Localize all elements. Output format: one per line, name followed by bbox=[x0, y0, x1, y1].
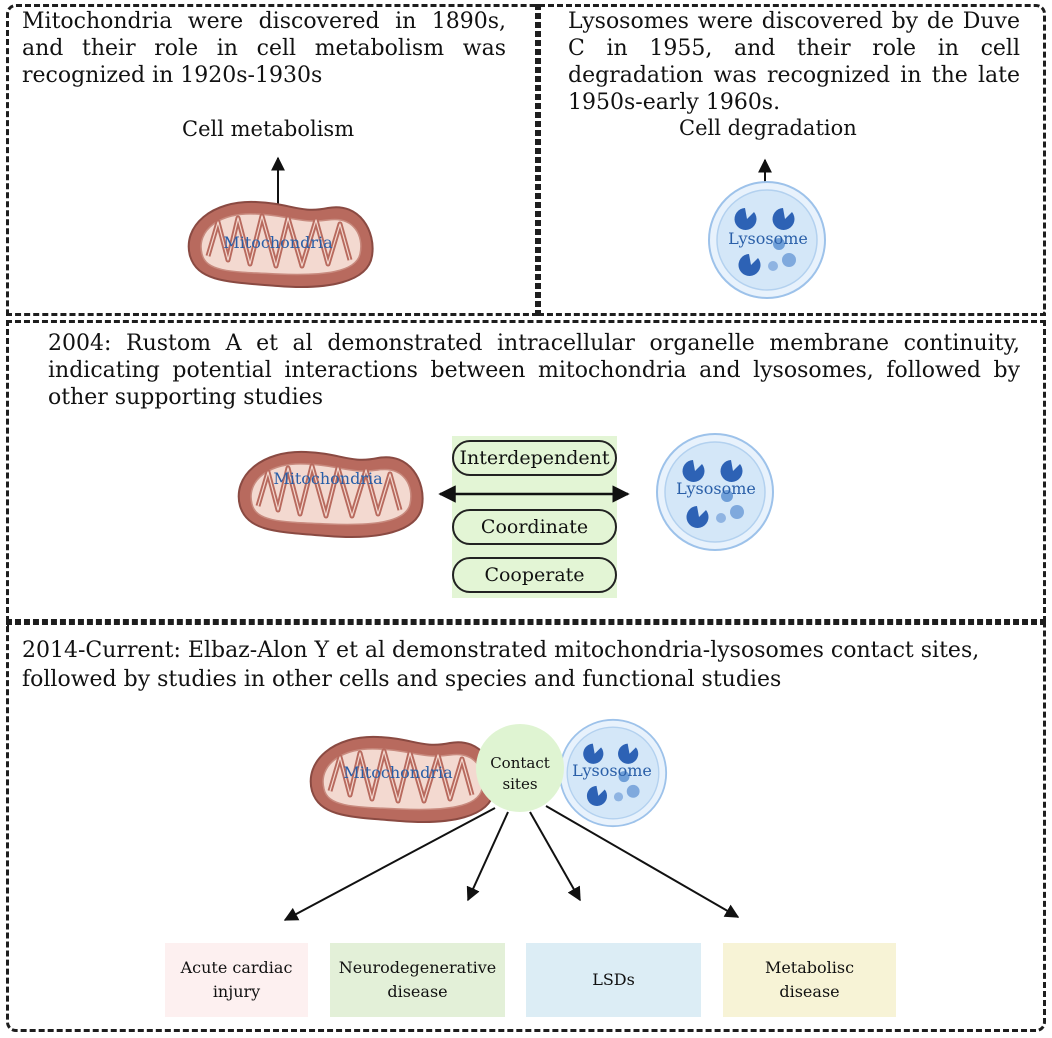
contact-sites-circle bbox=[476, 724, 564, 812]
arrow-to-cardiac bbox=[283, 807, 496, 921]
lysosome-history-text: Lysosomes were discovered by de Duve C i… bbox=[568, 9, 1020, 115]
disease-label-line1: Metabolisc bbox=[764, 958, 855, 977]
disease-label-line1: Acute cardiac bbox=[180, 958, 293, 977]
disease-label-line1: LSDs bbox=[592, 970, 635, 989]
relation-coordinate: Coordinate bbox=[452, 509, 617, 545]
elbaz-alon-text-line2: followed by studies in other cells and s… bbox=[22, 667, 782, 692]
disease-label-line2: injury bbox=[212, 982, 261, 1001]
panel-lysosome-discovery bbox=[538, 4, 1046, 316]
disease-label-line2: disease bbox=[779, 982, 840, 1001]
panel-2014-contact-sites bbox=[6, 622, 1046, 1032]
cell-degradation-label: Cell degradation bbox=[679, 116, 857, 140]
disease-acute-cardiac-injury: Acute cardiac injury bbox=[165, 943, 308, 1017]
relation-interdependent: Interdependent bbox=[452, 440, 617, 476]
disease-label-line2: disease bbox=[387, 982, 448, 1001]
panel-2004-continuity bbox=[6, 320, 1046, 622]
rustom-2004-text: 2004: Rustom A et al demonstrated intrac… bbox=[48, 331, 1020, 410]
arrow-to-neuro bbox=[466, 811, 509, 902]
disease-lsds: LSDs bbox=[526, 943, 701, 1017]
cell-metabolism-label: Cell metabolism bbox=[182, 117, 355, 141]
mitochondria-history-text: Mitochondria were discovered in 1890s, a… bbox=[22, 9, 506, 88]
relation-cooperate: Cooperate bbox=[452, 557, 617, 593]
disease-metabolic: Metabolisc disease bbox=[723, 943, 896, 1017]
arrow-to-lsds bbox=[529, 811, 581, 902]
elbaz-alon-text-line1: 2014-Current: Elbaz-Alon Y et al demonst… bbox=[22, 638, 980, 663]
disease-neurodegenerative: Neurodegenerative disease bbox=[330, 943, 505, 1017]
arrow-to-metabolic bbox=[545, 805, 740, 918]
disease-label-line1: Neurodegenerative bbox=[338, 958, 497, 977]
panel-mitochondria-discovery bbox=[6, 4, 538, 316]
